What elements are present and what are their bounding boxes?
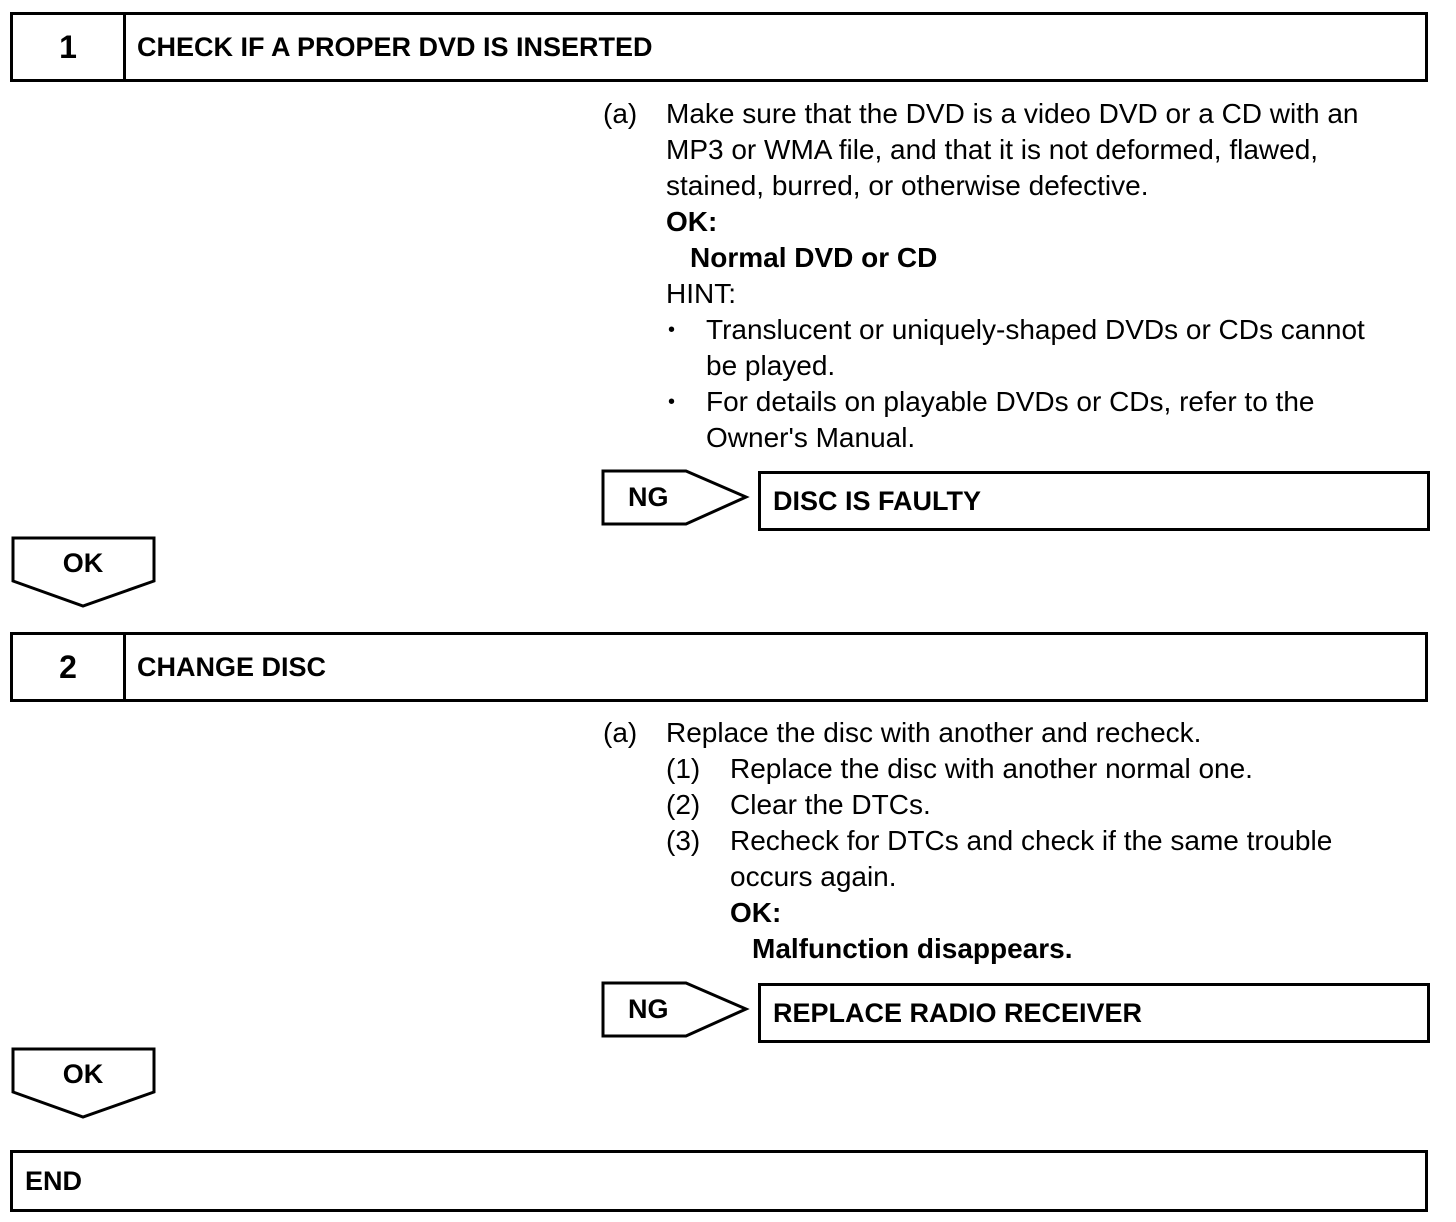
ng-arrow-icon <box>601 981 750 1038</box>
step-1-hint-2-line-2: Owner's Manual. <box>706 422 916 453</box>
step-2-ng-result: REPLACE RADIO RECEIVER <box>758 983 1430 1043</box>
bullet-icon: • <box>668 391 676 413</box>
step-1-ok-value: Normal DVD or CD <box>690 242 938 273</box>
step-2-title: CHANGE DISC <box>137 651 327 682</box>
step-1-ok-heading: OK: <box>666 206 718 237</box>
step-1-hint-heading: HINT: <box>666 278 736 309</box>
ng-arrow-icon <box>601 469 750 526</box>
step-1-ng-label: NG <box>628 482 669 512</box>
step-1-item-a-line-3: stained, burred, or otherwise defective. <box>666 170 1149 201</box>
step-2-header: 2 CHANGE DISC <box>10 632 1428 702</box>
step-2-substep-2-marker: (2) <box>666 789 701 820</box>
step-2-substep-3-line-2: occurs again. <box>730 861 897 892</box>
step-2-ok-arrow-label: OK <box>62 1059 104 1089</box>
step-2-ok-value: Malfunction disappears. <box>752 933 1073 964</box>
step-2-item-a-text: Replace the disc with another and rechec… <box>666 717 1202 748</box>
step-2-ng-label: NG <box>628 994 669 1024</box>
ok-arrow-icon <box>11 536 156 608</box>
step-1-header: 1 CHECK IF A PROPER DVD IS INSERTED <box>10 12 1428 82</box>
step-1-item-a-marker: (a) <box>603 98 638 129</box>
step-1-hint-2-line-1: For details on playable DVDs or CDs, ref… <box>706 386 1315 417</box>
step-2-substep-1-marker: (1) <box>666 753 701 784</box>
bullet-icon: • <box>668 319 676 341</box>
step-2-substep-3-marker: (3) <box>666 825 701 856</box>
step-2-ok-heading: OK: <box>730 897 782 928</box>
end-box: END <box>10 1150 1428 1212</box>
step-2-item-a-marker: (a) <box>603 717 638 748</box>
step-1-hint-1-line-2: be played. <box>706 350 836 381</box>
step-1-title: CHECK IF A PROPER DVD IS INSERTED <box>137 31 653 62</box>
step-2-substep-3-line-1: Recheck for DTCs and check if the same t… <box>730 825 1333 856</box>
step-1-hint-1-line-1: Translucent or uniquely-shaped DVDs or C… <box>706 314 1365 345</box>
step-1-item-a-line-1: Make sure that the DVD is a video DVD or… <box>666 98 1359 129</box>
step-1-item-a-line-2: MP3 or WMA file, and that it is not defo… <box>666 134 1319 165</box>
step-1-ok-arrow-label: OK <box>62 548 104 578</box>
end-title: END <box>25 1165 83 1196</box>
step-2-substep-2-line-1: Clear the DTCs. <box>730 789 931 820</box>
step-2-number: 2 <box>13 635 126 699</box>
step-2-substep-1-line-1: Replace the disc with another normal one… <box>730 753 1253 784</box>
ok-arrow-icon <box>11 1047 156 1119</box>
step-1-ng-result: DISC IS FAULTY <box>758 471 1430 531</box>
step-1-number: 1 <box>13 15 126 79</box>
